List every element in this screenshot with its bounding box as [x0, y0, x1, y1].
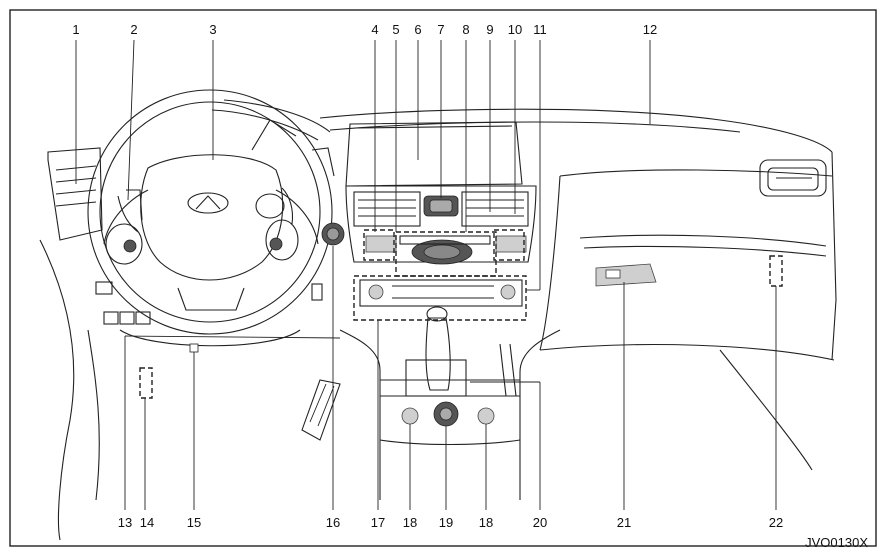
- callout-21: 21: [617, 515, 631, 530]
- callout-18-right: 18: [479, 515, 493, 530]
- figure-frame: [9, 9, 877, 547]
- infiniti-logo-icon: [187, 192, 229, 214]
- callout-15: 15: [187, 515, 201, 530]
- leader-lines: [75, 39, 777, 510]
- callout-10: 10: [508, 22, 522, 37]
- figure-code: JVO0130X: [805, 535, 868, 550]
- callout-2: 2: [130, 22, 137, 37]
- dashboard-body: [39, 108, 837, 541]
- center-console: [339, 306, 561, 500]
- center-stack: [345, 121, 537, 307]
- callout-12: 12: [643, 22, 657, 37]
- steering-wheel: [87, 89, 335, 347]
- callout-5: 5: [392, 22, 399, 37]
- callout-18-left: 18: [403, 515, 417, 530]
- callout-19: 19: [439, 515, 453, 530]
- push-button-ignition-switch: [321, 222, 345, 246]
- callout-16: 16: [326, 515, 340, 530]
- callout-3: 3: [209, 22, 216, 37]
- callout-20: 20: [533, 515, 547, 530]
- callout-labels-top: 1 2 3 4 5 6 7 8 9 10 11 12: [72, 22, 657, 37]
- callout-22: 22: [769, 515, 783, 530]
- callout-6: 6: [414, 22, 421, 37]
- accelerator-pedal: [301, 379, 341, 441]
- callout-4: 4: [371, 22, 378, 37]
- callout-7: 7: [437, 22, 444, 37]
- callout-1: 1: [72, 22, 79, 37]
- callout-14: 14: [140, 515, 154, 530]
- callout-labels-bottom: 13 14 15 16 17 18 19 18 20 21 22: [118, 515, 783, 530]
- callout-9: 9: [486, 22, 493, 37]
- glove-box-handle: [595, 263, 657, 287]
- callout-17: 17: [371, 515, 385, 530]
- callout-11: 11: [533, 22, 547, 37]
- callout-8: 8: [462, 22, 469, 37]
- callout-13: 13: [118, 515, 132, 530]
